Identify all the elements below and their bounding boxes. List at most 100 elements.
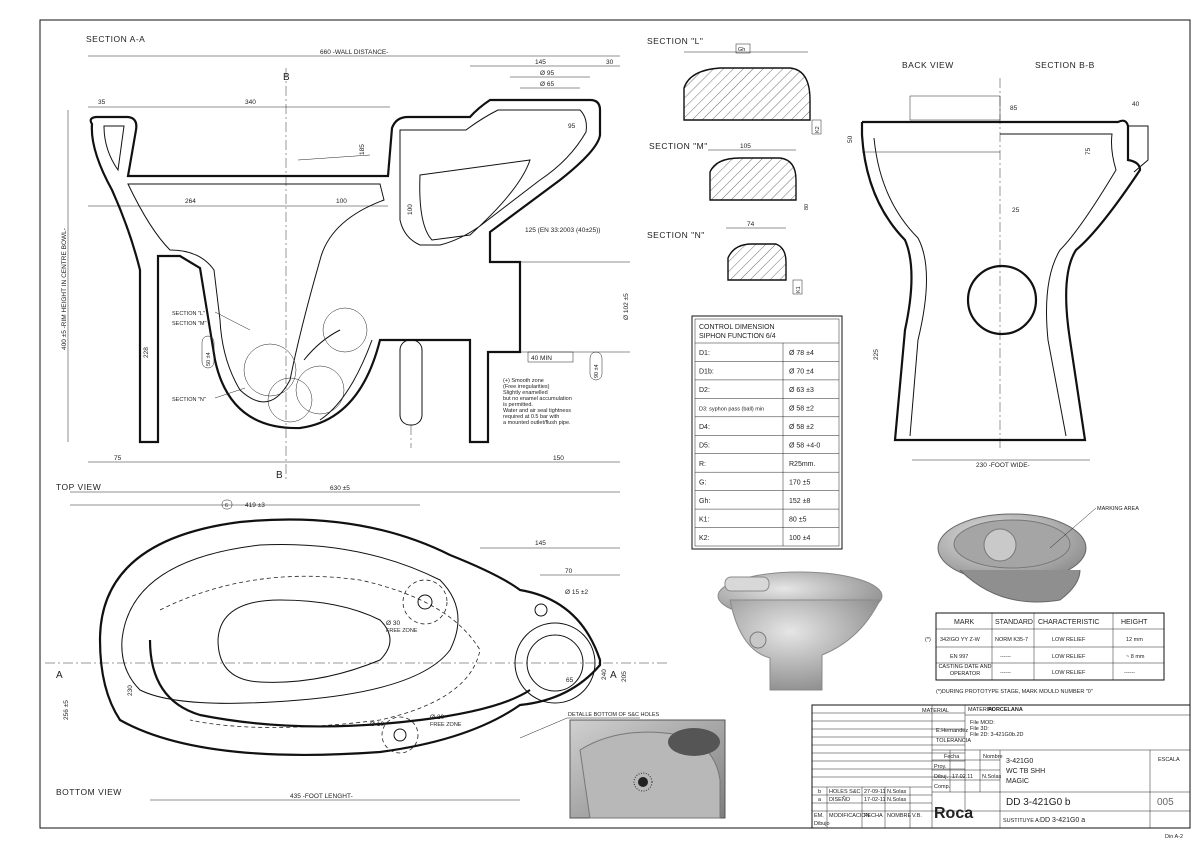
siphon-row-key: D5: [699,443,710,450]
siphon-row-value: Ø 78 ±4 [789,350,814,357]
note-line-1: (Free irregularities) [503,384,550,390]
siphon-row-value: Ø 58 ±2 [789,406,814,413]
marking-row-0-height: 12 mm [1126,637,1143,643]
siphon-row-value: Ø 58 +4-0 [789,443,820,450]
rev-row-0-rev: b [818,789,821,795]
roca-logo: Roca [934,805,973,822]
dim-rim-height: 400 ±5 -RIM HEIGHT IN CENTRE BOWL- [61,228,68,350]
siphon-row-value: 170 ±5 [789,479,810,486]
dim-65t: 65 [566,677,574,684]
marking-star-marker: (*) [925,637,931,643]
siphon-control-table: CONTROL DIMENSION SIPHON FUNCTION 6/4 D1… [691,315,843,550]
detail-photo-block: DETALLE BOTTOM OF S&C HOLES [519,712,726,819]
top-bottom-view: TOP VIEW BOTTOM VIEW A A 630 ±5 6 419 ±3… [45,482,668,801]
marking-row-1-char: LOW RELIEF [1052,654,1086,660]
nombre-label: Nombre [983,754,1003,760]
dim-d95: Ø 95 [540,70,554,77]
rev-header-nombre: NOMBRE [887,813,911,819]
dim-25: 25 [1012,207,1020,214]
dim-340: 340 [245,99,256,106]
dibuj-label: Dibuj. [934,774,949,780]
section-n-shape [727,243,787,281]
note-line-4: is permitted. [503,402,533,408]
cut-marker-a-left: A [56,670,63,681]
siphon-row-value: 100 ±4 [789,535,810,542]
rev-header-fecha: FECHA [864,813,883,819]
siphon-row-key: D2: [699,387,710,394]
note-line-2: Slightly enamelled [503,390,548,396]
cut-marker-b-bottom: B [276,470,283,481]
material-value: PORCELANA [988,707,1023,713]
top-free-zone-20 [381,716,419,754]
top-outlet-ring-inner [526,634,584,692]
rev-header-vb: V.B. [912,813,922,819]
dim-d10: Ø 10 [370,721,384,728]
top-outlet-ring-outer [514,622,596,704]
drawing-number: DD 3-421G0 b [1006,797,1071,808]
siphon-row-key: K2: [699,535,710,542]
note-line-5: Water and air seal tightness [503,408,571,414]
file-mod: File MOD: [970,720,995,726]
escala-label: ESCALA [1158,757,1180,763]
section-n-label: SECTION "N" [647,230,705,240]
marking-area-label: MARKING AREA [1097,506,1139,512]
top-bowl-rim [98,518,602,757]
top-view-label: TOP VIEW [56,482,101,492]
section-l-gh: Gh [738,47,745,53]
dim-75: 75 [114,455,122,462]
siphon-ball-d1 [243,343,297,397]
dim-145-top: 145 [535,540,546,547]
product-line-1: WC TB SHH [1006,768,1045,775]
marking-footnote: (*)DURING PROTOTYPE STAGE, MARK MOULD NU… [936,689,1093,695]
siphon-row-key: D3: syphon pass (ball) min [699,407,764,413]
dim-100: 100 [336,198,347,205]
marking-row-1-mark: EN 997 [950,654,968,660]
marking-row-0-std: NORM K35-7 [995,637,1028,643]
marking-row-2-mark: CASTING DATE AND OPERATOR [938,664,992,677]
note-block: (+) Smooth zone (Free irregularities) Sl… [503,378,572,426]
product-line-2: MAGIC [1006,778,1029,785]
siphon-row-value: Ø 58 ±2 [789,424,814,431]
top-bowl-inner [121,543,459,704]
siphon-row-key: G: [699,479,706,486]
back-view-inner [873,137,927,437]
dim-foot-length: 435 -FOOT LENGHT- [290,793,353,800]
tolerance-label: TOLERANCIA [936,738,971,744]
section-lmn-views: SECTION "L" Gh K2 SECTION "M" 105 80 SEC… [647,36,822,295]
rev-row-1-desc: DISEÑO [829,796,851,803]
siphon-row-value: Ø 70 ±4 [789,369,814,376]
siphon-row-value: R25mm. [789,461,816,468]
fecha-label: Fecha [944,754,960,760]
siphon-table-title-2: SIPHON FUNCTION 6/4 [699,333,776,340]
material-label: MATERIAL [968,707,995,713]
callout-section-l: SECTION "L" [172,311,205,317]
back-flush-inlet [909,95,1001,121]
dim-outlet-125: 125 (EN 33:2003 (40±25)) [525,227,600,234]
back-view-section-bb: BACK VIEW SECTION B-B 230 -FOOT WIDE- 22… [847,60,1149,469]
rev-header-em: EM. [814,813,824,819]
note-line-7: a mounted outlet/flush pipe. [503,420,571,426]
dim-40b: 40 [1132,101,1140,108]
marking-row-2-height: ------ [1124,670,1135,676]
author-name: E.Hernandez [936,728,968,734]
dim-228: 228 [143,347,150,358]
dim-630: 630 ±5 [330,485,350,492]
dim-foot-width: 230 -FOOT WIDE- [976,462,1030,469]
dim-40-min: 40 MIN [531,355,552,362]
section-l-shape [683,67,811,121]
callout-section-m: SECTION "M" [172,321,207,327]
section-aa-label: SECTION A-A [86,34,145,44]
dim-240: 240 [601,669,608,680]
bottom-foot-outline [148,639,531,728]
marking-header-height: HEIGHT [1121,619,1148,626]
back-outlet-circle [966,264,1038,336]
marking-row-0-char: LOW RELIEF [1052,637,1086,643]
dim-85: 85 [1010,105,1018,112]
marking-header-characteristic: CHARACTERISTIC [1038,619,1099,626]
dim-100v: 100 [407,204,414,215]
cut-marker-a-right: A [610,670,617,681]
dim-50: 50 ±4 [206,352,212,366]
comp-label: Comp. [934,784,951,790]
bottom-view-label: BOTTOM VIEW [56,787,122,797]
siphon-row-key: D1b: [699,369,714,376]
